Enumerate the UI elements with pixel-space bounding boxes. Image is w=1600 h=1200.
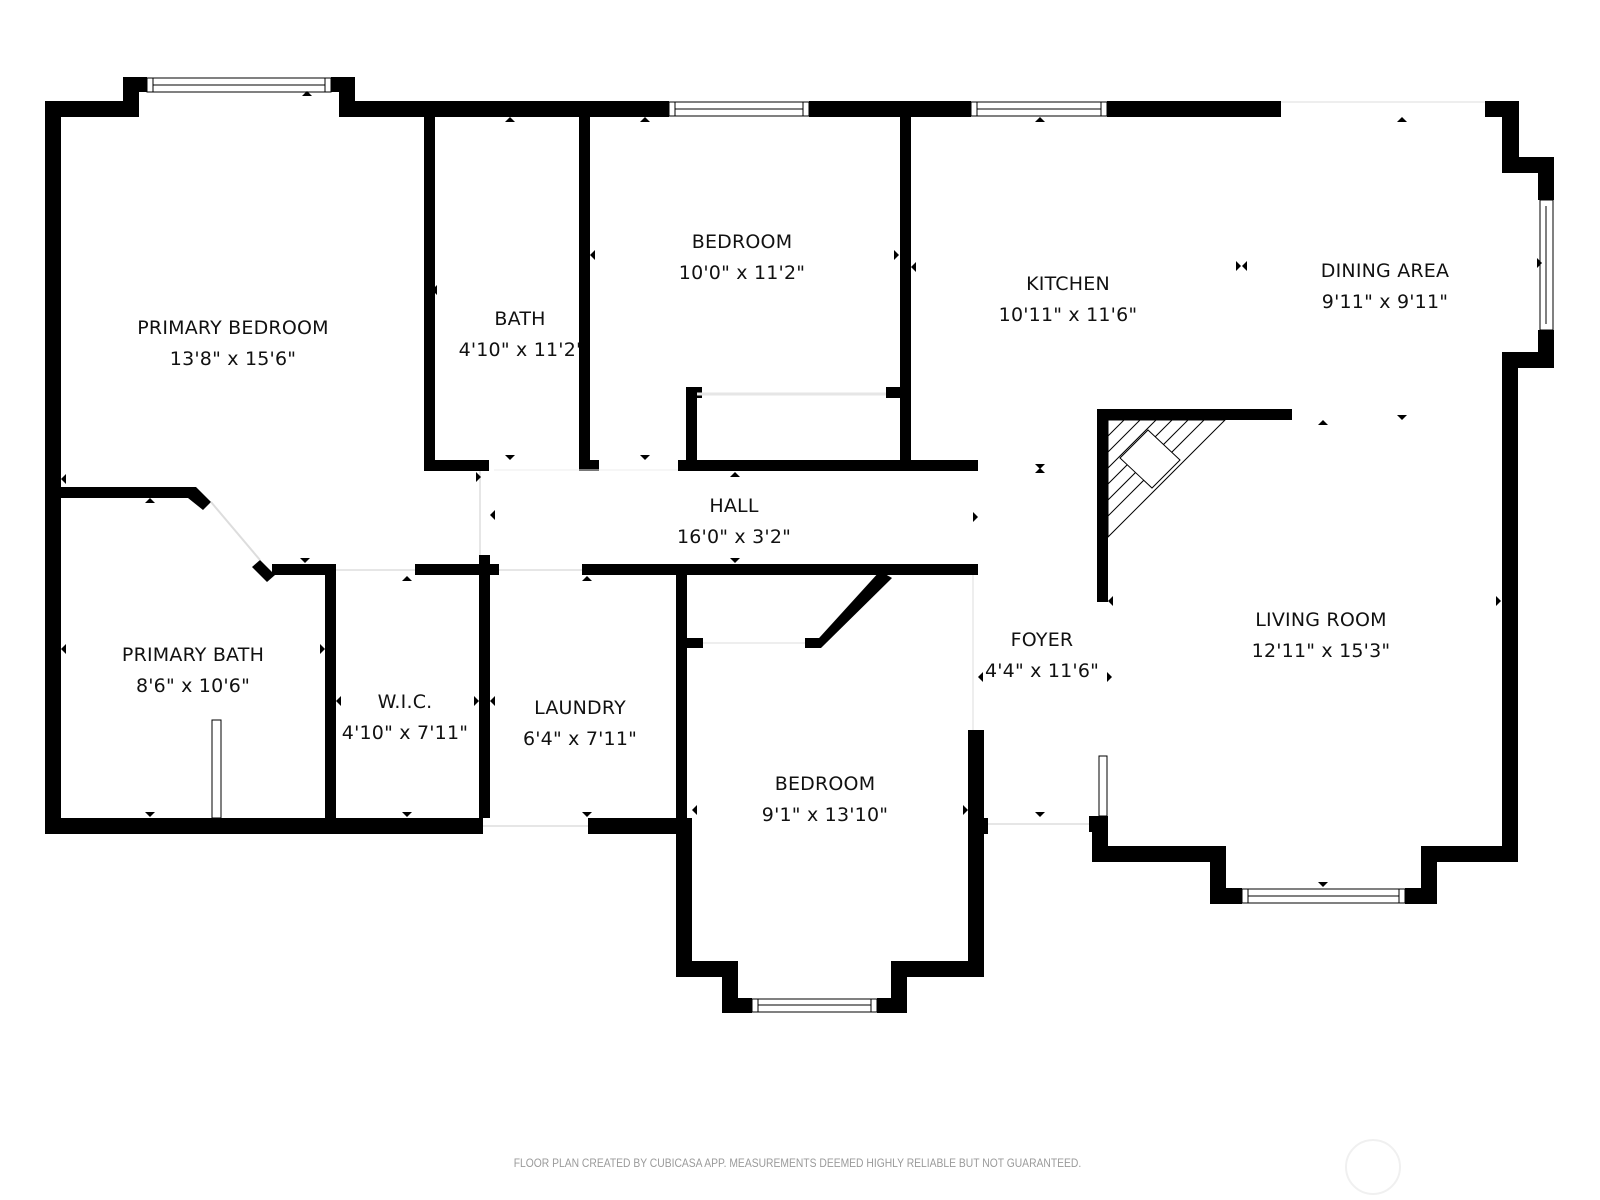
room-name: DINING AREA (1320, 260, 1450, 282)
room-bath: BATH 4'10" x 11'2' (459, 304, 582, 366)
room-dimensions: 10'11" x 11'6" (998, 304, 1138, 326)
room-name: BATH (494, 308, 546, 330)
room-foyer: FOYER 4'4" x 11'6" (985, 625, 1099, 687)
openings (210, 101, 1485, 827)
disclaimer-text: FLOOR PLAN CREATED BY CUBICASA APP. MEAS… (513, 1156, 1082, 1170)
room-kitchen: KITCHEN 10'11" x 11'6" (999, 269, 1138, 331)
room-name: PRIMARY BATH (121, 644, 265, 666)
room-bedroom-south: BEDROOM 9'1" x 13'10" (762, 769, 888, 831)
room-dimensions: 9'1" x 13'10" (761, 804, 889, 826)
room-dimensions: 6'4" x 7'11" (522, 728, 638, 750)
room-name: BEDROOM (774, 773, 876, 795)
fireplace-icon (1107, 419, 1227, 539)
room-primary-bath: PRIMARY BATH 8'6" x 10'6" (122, 640, 264, 702)
room-name: PRIMARY BEDROOM (137, 317, 329, 339)
logo-badge-icon (1345, 1139, 1401, 1195)
room-name: LIVING ROOM (1255, 609, 1387, 631)
room-name: BEDROOM (691, 231, 793, 253)
room-hall: HALL 16'0" x 3'2" (677, 491, 791, 553)
room-dimensions: 4'4" x 11'6" (984, 660, 1100, 682)
room-name: KITCHEN (1026, 273, 1110, 295)
dimension-markers (61, 91, 1542, 887)
room-wic: W.I.C. 4'10" x 7'11" (342, 687, 468, 749)
room-dimensions: 4'10" x 11'2' (458, 339, 582, 361)
room-dining-area: DINING AREA 9'11" x 9'11" (1321, 256, 1449, 318)
room-name: HALL (709, 495, 759, 517)
room-dimensions: 13'8" x 15'6" (169, 348, 297, 370)
room-dimensions: 4'10" x 7'11" (341, 722, 469, 744)
room-dimensions: 12'11" x 15'3" (1251, 640, 1391, 662)
room-dimensions: 16'0" x 3'2" (676, 526, 792, 548)
room-living-room: LIVING ROOM 12'11" x 15'3" (1252, 605, 1391, 667)
room-dimensions: 8'6" x 10'6" (135, 675, 251, 697)
room-dimensions: 10'0" x 11'2" (678, 262, 806, 284)
room-laundry: LAUNDRY 6'4" x 7'11" (523, 693, 637, 755)
room-primary-bedroom: PRIMARY BEDROOM 13'8" x 15'6" (137, 313, 328, 375)
room-name: W.I.C. (377, 691, 433, 713)
room-name: LAUNDRY (534, 697, 626, 719)
exterior-walls (45, 77, 1554, 1013)
room-name: FOYER (1010, 629, 1074, 651)
room-bedroom-north: BEDROOM 10'0" x 11'2" (679, 227, 805, 289)
room-dimensions: 9'11" x 9'11" (1321, 291, 1449, 313)
interior-walls (61, 117, 1292, 818)
windows (146, 77, 1554, 1013)
